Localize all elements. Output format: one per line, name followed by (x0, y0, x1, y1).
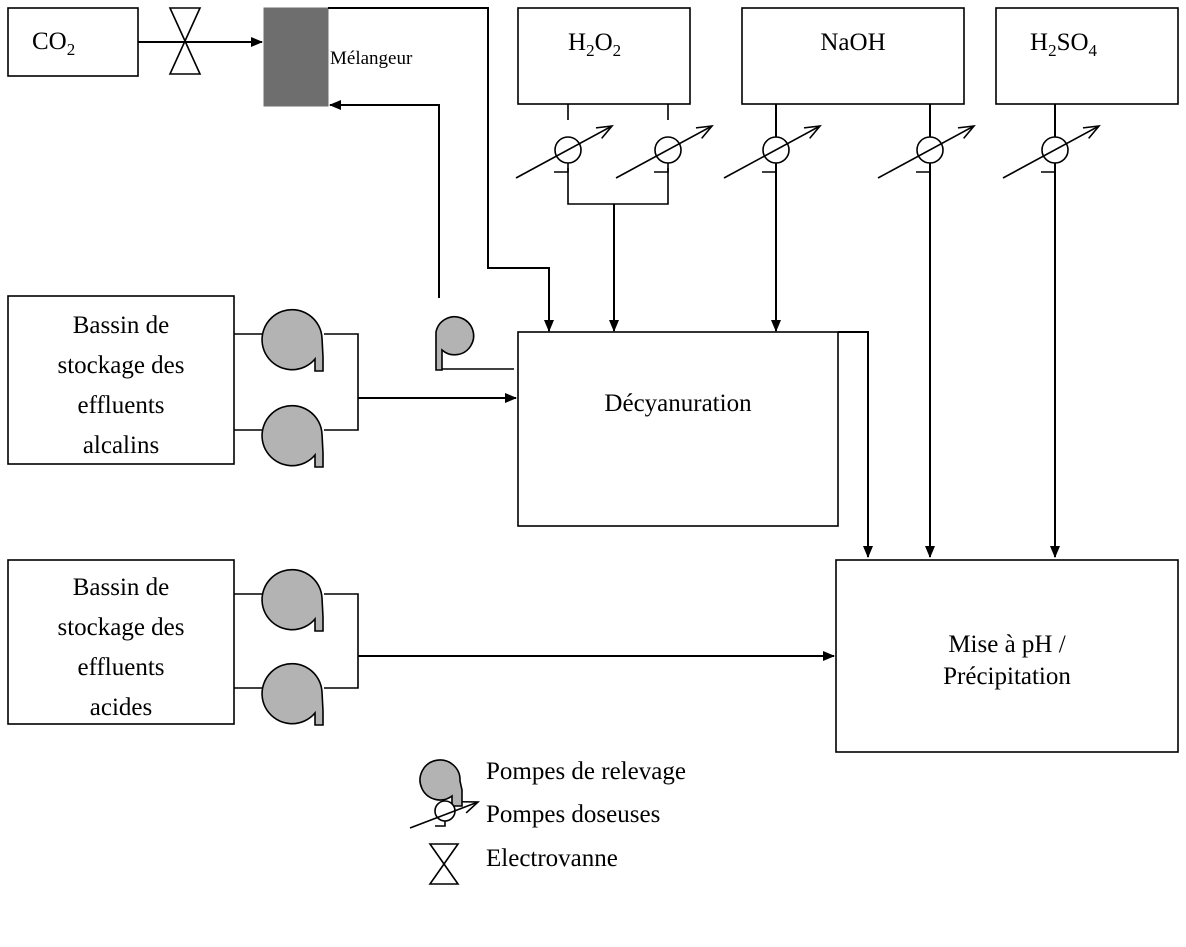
h2so4-box: H2SO4 (995, 7, 1179, 105)
dosing-pump-icon (724, 126, 820, 178)
h2o2-manifold (567, 168, 669, 205)
decyanuration-to-precipitation-line (838, 331, 873, 558)
mixer-label: Mélangeur (330, 48, 413, 69)
ph-precipitation-label-2: Précipitation (943, 663, 1071, 690)
legend-electrovalve-label: Electrovanne (486, 845, 618, 872)
alkaline-tank-line-1: Bassin de (73, 312, 170, 339)
acid-pump-suction-lines (234, 593, 262, 689)
legend-lift-pump-icon (419, 759, 463, 807)
legend: Pompes de relevage Pompes doseuses Elect… (409, 758, 686, 885)
h2so4-label: H2SO4 (1030, 29, 1098, 60)
acid-tank-line-3: effluents (77, 654, 164, 681)
lift-pump-icon (261, 404, 324, 468)
h2o2-box: H2O2 (517, 7, 691, 105)
acid-pump-manifold (324, 593, 359, 689)
recirculation-pump-icon (435, 316, 475, 371)
dosing-pump-icon (878, 126, 974, 178)
decyanuration-box: Décyanuration (517, 331, 839, 527)
co2-box: CO2 (7, 7, 139, 77)
ph-precipitation-label-1: Mise à pH / (948, 631, 1065, 658)
alkaline-tank-line-3: effluents (77, 392, 164, 419)
legend-lift-pumps-label: Pompes de relevage (486, 758, 686, 785)
ph-precipitation-box: Mise à pH / Précipitation (835, 559, 1179, 753)
decyanuration-label: Décyanuration (604, 390, 752, 417)
acid-tank-line-4: acides (90, 694, 152, 721)
alkaline-tank-line-2: stockage des (57, 352, 184, 379)
lift-pump-icon (261, 662, 324, 726)
dosing-pump-icon (1003, 126, 1099, 178)
dosing-pump-icon (616, 126, 712, 178)
mixer: Mélangeur (263, 7, 413, 107)
h2o2-label: H2O2 (568, 29, 621, 60)
co2-label: CO2 (32, 28, 75, 59)
acid-tank-box: Bassin de stockage des effluents acides (7, 559, 235, 725)
naoh-box: NaOH (741, 7, 965, 105)
alkaline-tank-box: Bassin de stockage des effluents alcalin… (7, 295, 235, 465)
acid-tank-line-1: Bassin de (73, 574, 170, 601)
legend-electrovalve-icon (428, 843, 460, 885)
lift-pump-icon (261, 568, 324, 632)
mixer-to-decyanuration-line (328, 7, 554, 332)
naoh-label: NaOH (820, 29, 885, 56)
legend-dosing-pump-icon (409, 800, 478, 829)
legend-dosing-pumps-label: Pompes doseuses (486, 801, 660, 828)
lift-pump-icon (261, 308, 324, 372)
recirculation-line (329, 100, 440, 298)
alkaline-pump-suction-lines (234, 333, 262, 431)
dosing-pump-icon (516, 126, 612, 178)
alkaline-tank-line-4: alcalins (83, 432, 159, 459)
h2o2-feed-lines (567, 104, 669, 120)
alkaline-pump-manifold (324, 333, 359, 431)
acid-tank-line-2: stockage des (57, 614, 184, 641)
